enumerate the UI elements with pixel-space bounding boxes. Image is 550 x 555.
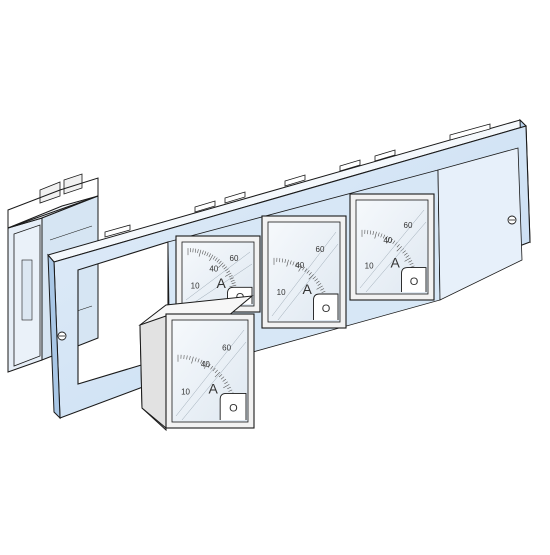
meter-label-10: 10 — [181, 387, 190, 396]
meter-label-40: 40 — [201, 360, 210, 369]
meter-label-60: 60 — [222, 344, 231, 353]
meter-label-10: 10 — [365, 262, 374, 271]
meter-unit: A — [391, 255, 401, 271]
meter-label-40: 40 — [383, 236, 392, 245]
ammeter-3: 60 40 10 AO — [350, 194, 434, 300]
meter-label-40: 40 — [209, 264, 218, 273]
meter-label-10: 10 — [277, 288, 286, 297]
meter-zero: O — [229, 403, 238, 415]
meter-zero: O — [410, 276, 419, 288]
meter-zero: O — [322, 303, 331, 315]
meter-label-60: 60 — [316, 245, 325, 254]
ammeter-2: 60 40 10 AO — [262, 216, 346, 328]
ammeter-4: 60 40 10 AO — [166, 314, 254, 428]
meter-unit: A — [303, 281, 313, 297]
meter-label-60: 60 — [404, 221, 413, 230]
meter-unit: A — [208, 380, 218, 396]
meter-label-60: 60 — [230, 254, 239, 263]
meter-unit: A — [217, 275, 227, 291]
meter-label-40: 40 — [295, 261, 304, 270]
meter-label-10: 10 — [191, 282, 200, 291]
